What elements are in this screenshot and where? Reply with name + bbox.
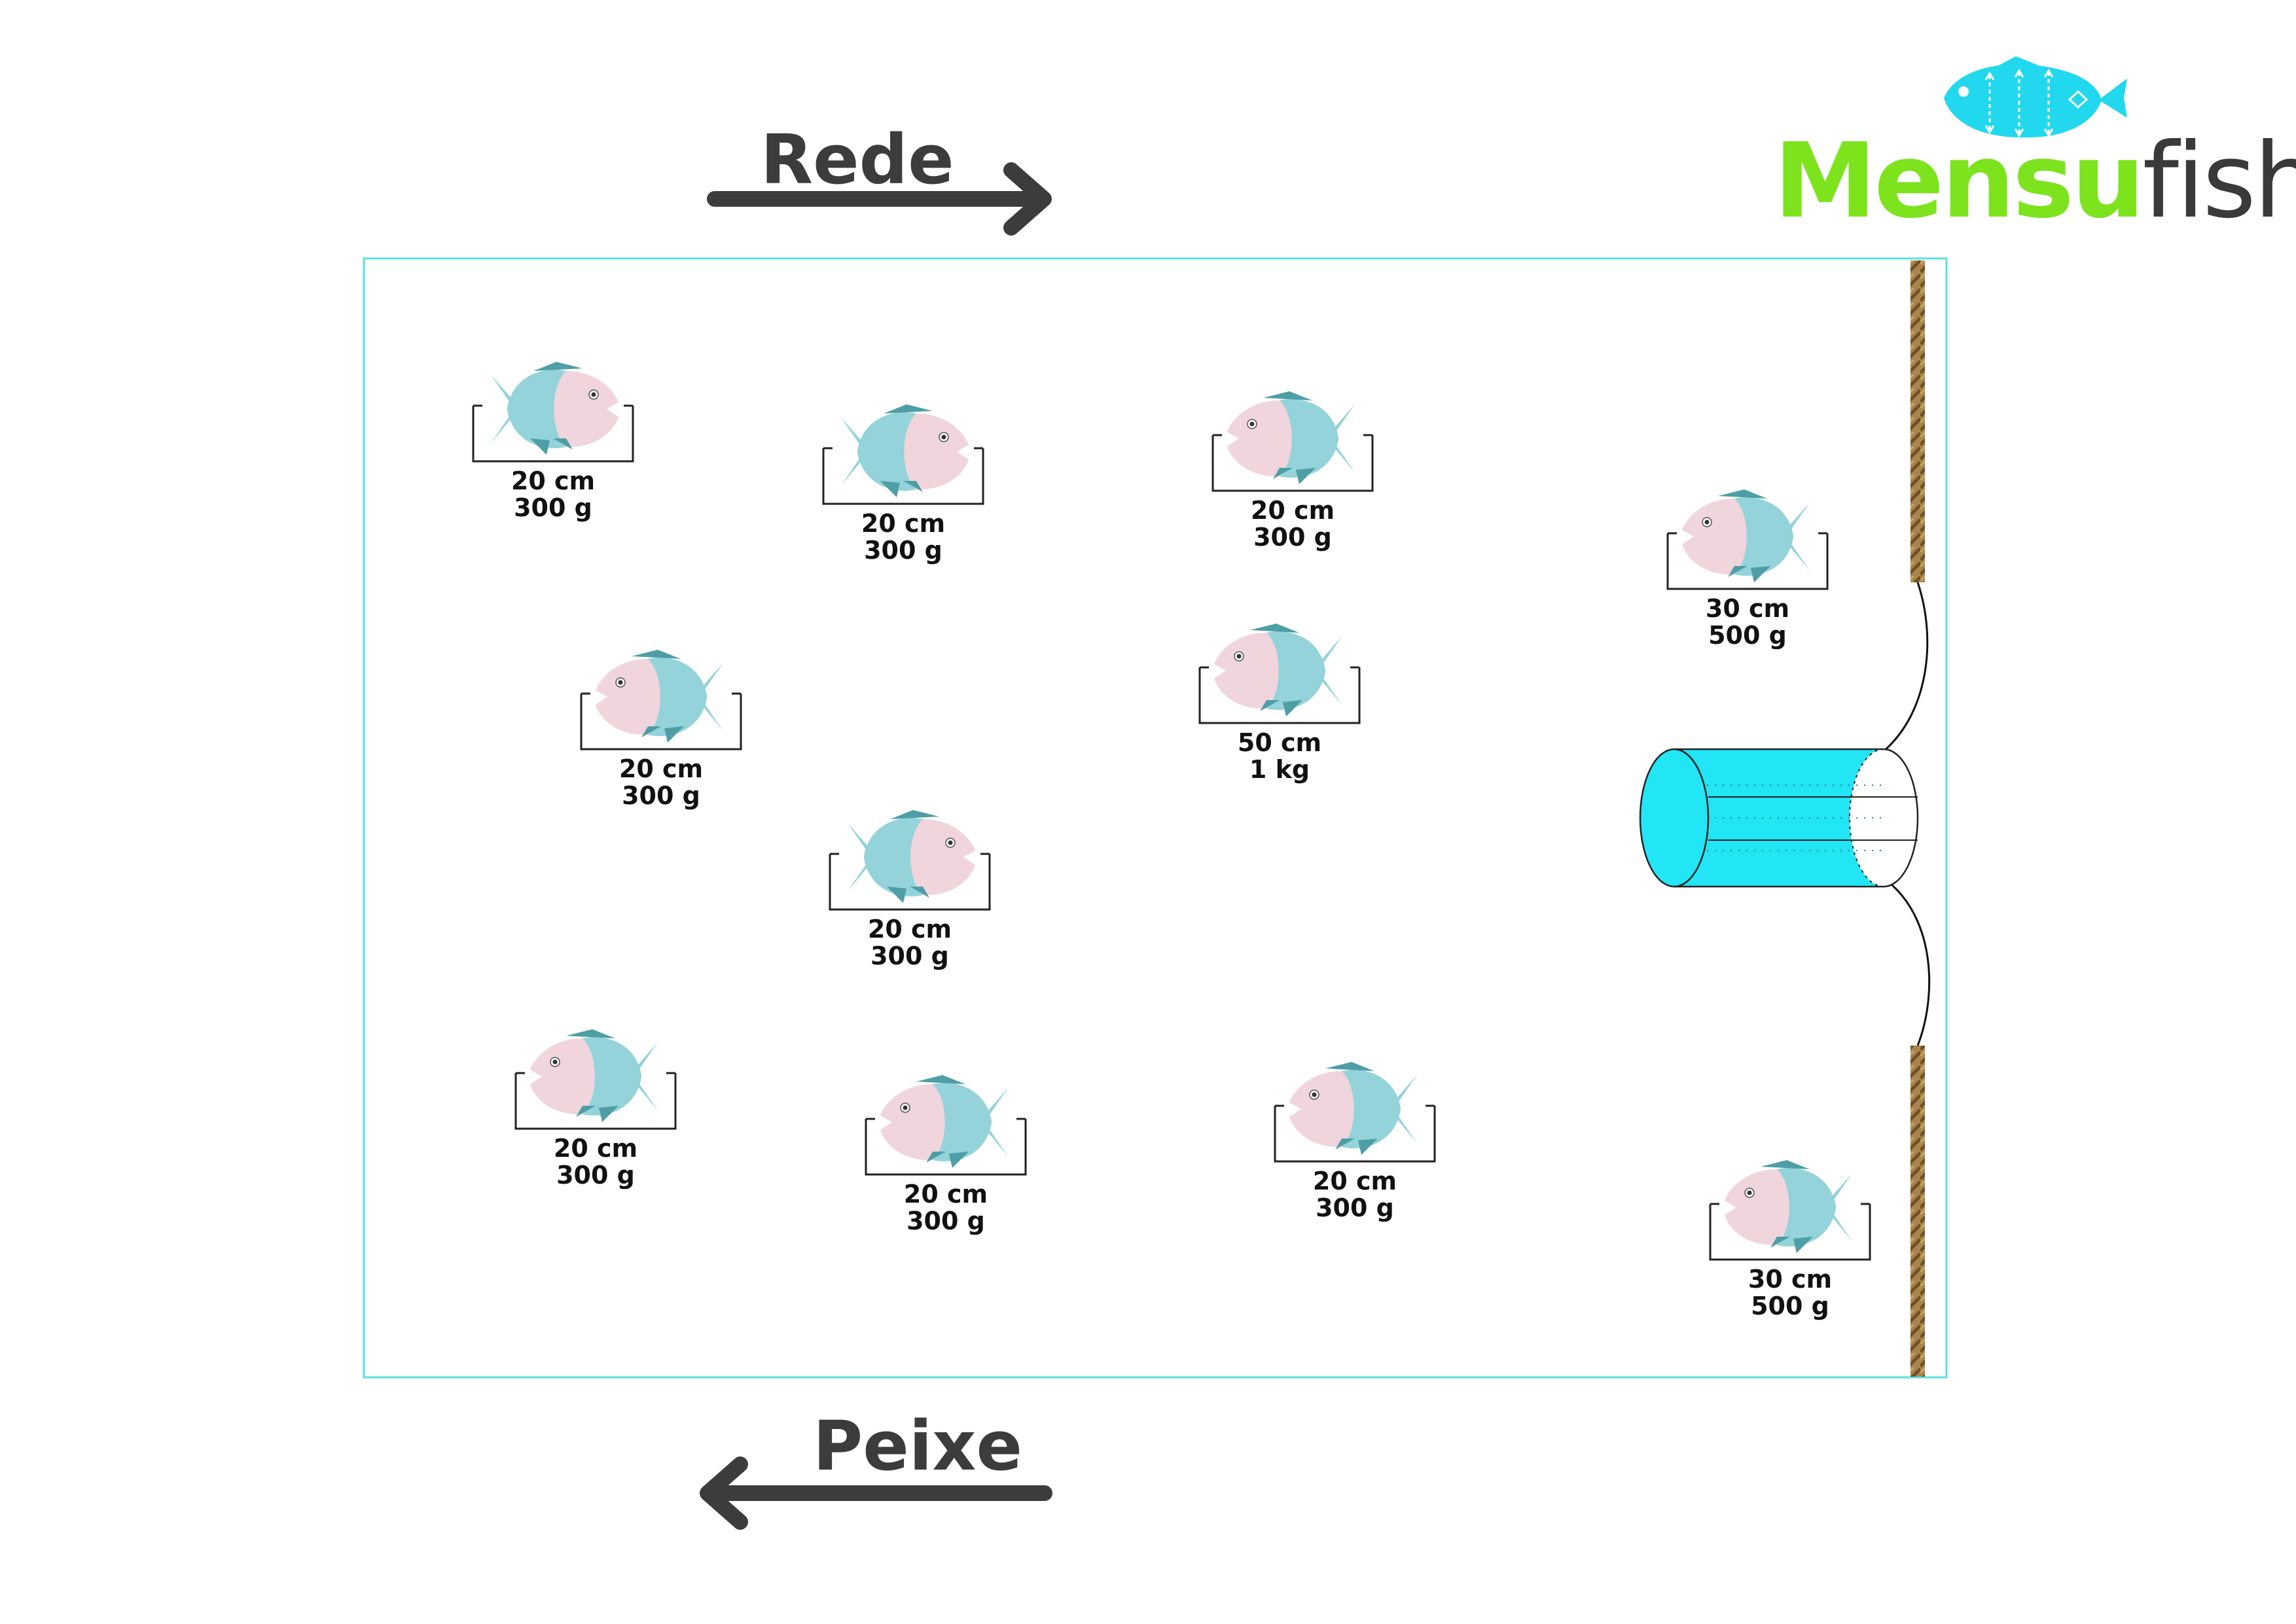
fish-weight: 300 g: [864, 536, 942, 565]
fish-length: 20 cm: [553, 1134, 638, 1163]
logo-word-fish: fish: [2142, 121, 2296, 241]
fish-1: [472, 361, 634, 463]
measuring-tray: [1211, 435, 1374, 492]
fish-weight: 300 g: [906, 1207, 985, 1235]
fish-8: [514, 1029, 677, 1130]
fish-length: 20 cm: [1312, 1167, 1397, 1195]
fish-weight: 300 g: [514, 493, 592, 522]
fish-icon: [1213, 623, 1342, 717]
fish-weight: 300 g: [622, 781, 700, 810]
fish-10: [1274, 1061, 1436, 1163]
fish-icon: [880, 1074, 1009, 1169]
fish-icon: [847, 809, 976, 904]
rope-top: [1910, 260, 1925, 582]
fish-icon: [595, 649, 724, 743]
logo-text: Mensufish: [1774, 130, 2296, 233]
fish-weight: 1 kg: [1249, 755, 1310, 784]
rope-bottom: [1910, 1046, 1925, 1377]
fish-weight: 300 g: [870, 942, 949, 970]
trap-line-bottom: [1891, 883, 1931, 1046]
logo-word-mensu: Mensu: [1774, 121, 2145, 241]
fish-5: [580, 649, 742, 750]
fish-9: [865, 1074, 1027, 1176]
fish-11: [1709, 1159, 1871, 1261]
measuring-tray: [865, 1119, 1027, 1176]
fish-icon: [840, 404, 969, 498]
fish-6: [1198, 623, 1361, 724]
fish-weight: 300 g: [556, 1161, 635, 1190]
fish-length: 20 cm: [511, 467, 596, 495]
fish-icon: [490, 361, 619, 455]
fish-length: 30 cm: [1748, 1265, 1833, 1294]
fish-length: 20 cm: [619, 754, 704, 783]
measuring-tray: [514, 1073, 677, 1130]
fish-weight: 500 g: [1708, 621, 1787, 650]
fish-weight: 500 g: [1751, 1292, 1829, 1320]
mensufish-logo: Mensufish: [1767, 52, 2296, 236]
fish-weight: 300 g: [1253, 523, 1332, 552]
net-frame: [363, 257, 1948, 1379]
measuring-tray: [1198, 667, 1361, 724]
measuring-tray: [829, 854, 991, 911]
fish-icon: [1289, 1061, 1418, 1156]
measuring-tray: [1709, 1204, 1871, 1261]
fish-7: [829, 809, 991, 911]
fish-length: 50 cm: [1237, 728, 1322, 757]
fish-direction-label: Peixe: [813, 1406, 1023, 1486]
net-direction-label: Rede: [761, 120, 954, 200]
measuring-tray: [822, 448, 984, 505]
fish-2: [822, 404, 984, 505]
fish-icon: [529, 1029, 658, 1123]
fish-length: 20 cm: [861, 509, 946, 538]
fish-length: 30 cm: [1705, 594, 1790, 623]
cylinder-trap: [1639, 748, 1919, 888]
fish-direction-arrow: [700, 1456, 1052, 1530]
measuring-tray: [472, 406, 634, 463]
measuring-tray: [1666, 533, 1829, 590]
fish-icon: [1227, 391, 1355, 485]
measuring-tray: [580, 694, 742, 750]
measuring-tray: [1274, 1106, 1436, 1163]
fish-ruler-icon: [1944, 56, 2127, 138]
trap-line-top: [1883, 582, 1929, 752]
fish-length: 20 cm: [903, 1180, 988, 1209]
fish-length: 20 cm: [867, 915, 952, 944]
fish-icon: [1724, 1159, 1853, 1254]
fish-icon: [1681, 489, 1810, 583]
fish-length: 20 cm: [1250, 496, 1335, 525]
net-direction-arrow: [707, 162, 1052, 236]
fish-3: [1211, 391, 1374, 492]
fish-4: [1666, 489, 1829, 590]
fish-weight: 300 g: [1316, 1193, 1394, 1222]
